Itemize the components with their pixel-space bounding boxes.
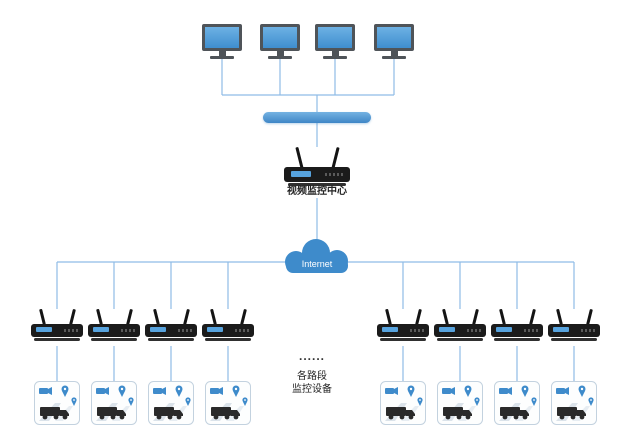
internet-label: Internet — [302, 259, 333, 269]
monitor-icon — [202, 24, 242, 59]
camera-scene-icon — [380, 381, 426, 425]
camera-scene-icon — [551, 381, 597, 425]
monitor-icon — [315, 24, 355, 59]
branch-router-icon — [145, 308, 197, 342]
ellipsis-label: ...... — [298, 349, 325, 363]
camera-scene-icon — [205, 381, 251, 425]
central-router-icon — [284, 147, 350, 187]
branch-router-icon — [548, 308, 600, 342]
central-router-label: 视频监控中心 — [287, 186, 347, 197]
camera-scene-icon — [91, 381, 137, 425]
camera-scene-icon — [148, 381, 194, 425]
branch-router-icon — [434, 308, 486, 342]
branch-router-icon — [377, 308, 429, 342]
camera-scene-icon — [437, 381, 483, 425]
antenna-icon — [295, 147, 304, 169]
branch-router-icon — [88, 308, 140, 342]
monitor-icon — [374, 24, 414, 59]
monitor-icon — [260, 24, 300, 59]
lan-bus — [263, 112, 371, 123]
branch-router-icon — [491, 308, 543, 342]
road-devices-label: 各路段 监控设备 — [292, 371, 332, 395]
camera-scene-icon — [34, 381, 80, 425]
branch-router-icon — [31, 308, 83, 342]
internet-cloud-icon: Internet — [285, 239, 348, 273]
antenna-icon — [330, 147, 339, 169]
camera-scene-icon — [494, 381, 540, 425]
branch-router-icon — [202, 308, 254, 342]
